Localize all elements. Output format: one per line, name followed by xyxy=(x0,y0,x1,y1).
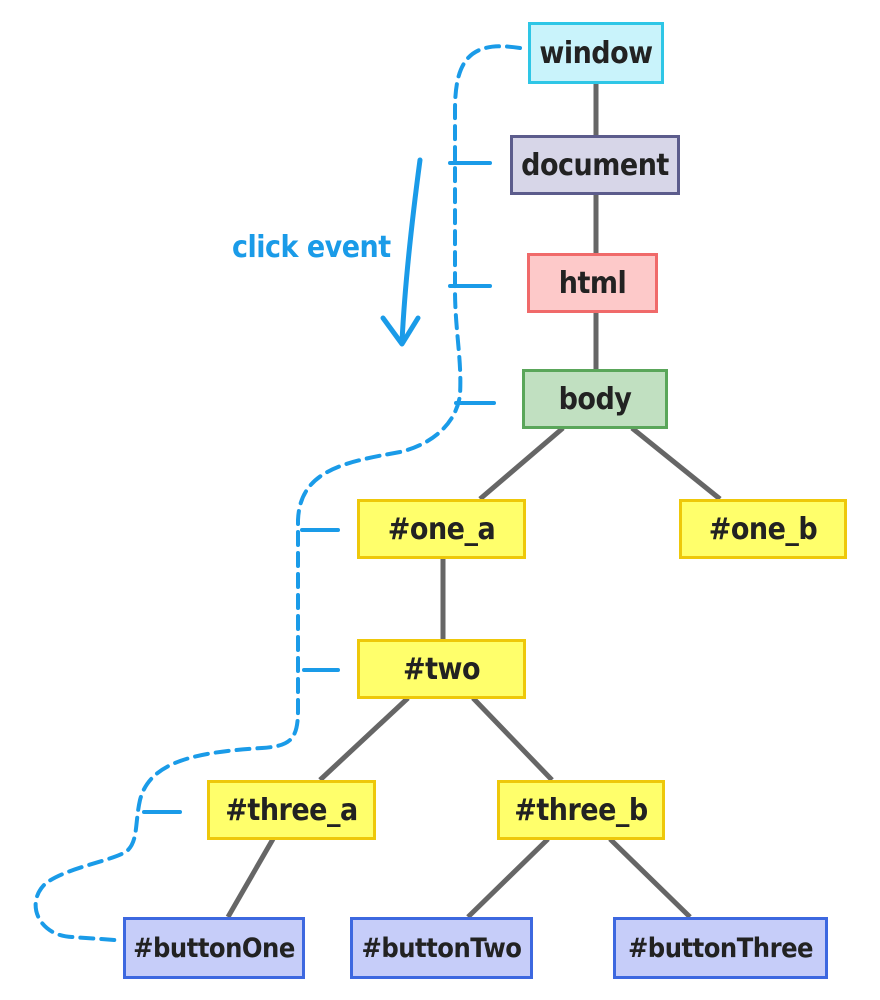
node-one-a-label: #one_a xyxy=(387,511,496,547)
tree-edges xyxy=(225,82,722,919)
node-window: window xyxy=(528,22,664,84)
click-arrow-head xyxy=(380,315,421,347)
node-document: document xyxy=(510,135,680,195)
event-propagation-path xyxy=(33,44,522,942)
click-event-arrow-icon xyxy=(380,157,423,347)
node-body-label: body xyxy=(558,381,632,417)
click-event-label: click event xyxy=(232,230,391,265)
edge-three-a-buttonone xyxy=(225,837,276,919)
node-body: body xyxy=(522,369,668,429)
edge-two-three-b xyxy=(471,696,554,782)
click-arrow-shaft xyxy=(399,157,423,345)
node-two: #two xyxy=(357,639,526,699)
edge-three-b-buttontwo xyxy=(466,837,550,919)
node-buttonthree-label: #buttonThree xyxy=(627,932,814,964)
event-path-ticks xyxy=(142,161,496,814)
edge-body-one-b xyxy=(630,426,722,501)
node-html: html xyxy=(527,253,658,313)
node-one-b: #one_b xyxy=(679,499,847,559)
node-three-b: #three_b xyxy=(497,780,665,840)
node-buttonone-label: #buttonOne xyxy=(133,932,295,964)
node-buttontwo-label: #buttonTwo xyxy=(361,932,523,964)
node-one-a: #one_a xyxy=(357,499,526,559)
node-three-a: #three_a xyxy=(207,780,376,840)
node-document-label: document xyxy=(521,147,669,183)
event-path-curve xyxy=(33,44,522,942)
edge-three-b-buttonthree xyxy=(608,837,692,919)
node-one-b-label: #one_b xyxy=(708,511,818,547)
node-two-label: #two xyxy=(403,651,481,687)
node-html-label: html xyxy=(558,265,627,301)
node-three-a-label: #three_a xyxy=(225,792,358,828)
node-buttontwo: #buttonTwo xyxy=(350,917,533,979)
node-three-b-label: #three_b xyxy=(514,792,648,828)
node-buttonone: #buttonOne xyxy=(123,917,305,979)
node-window-label: window xyxy=(539,35,653,71)
edge-body-one-a xyxy=(478,426,565,501)
edge-two-three-a xyxy=(318,696,410,782)
node-buttonthree: #buttonThree xyxy=(613,917,828,979)
